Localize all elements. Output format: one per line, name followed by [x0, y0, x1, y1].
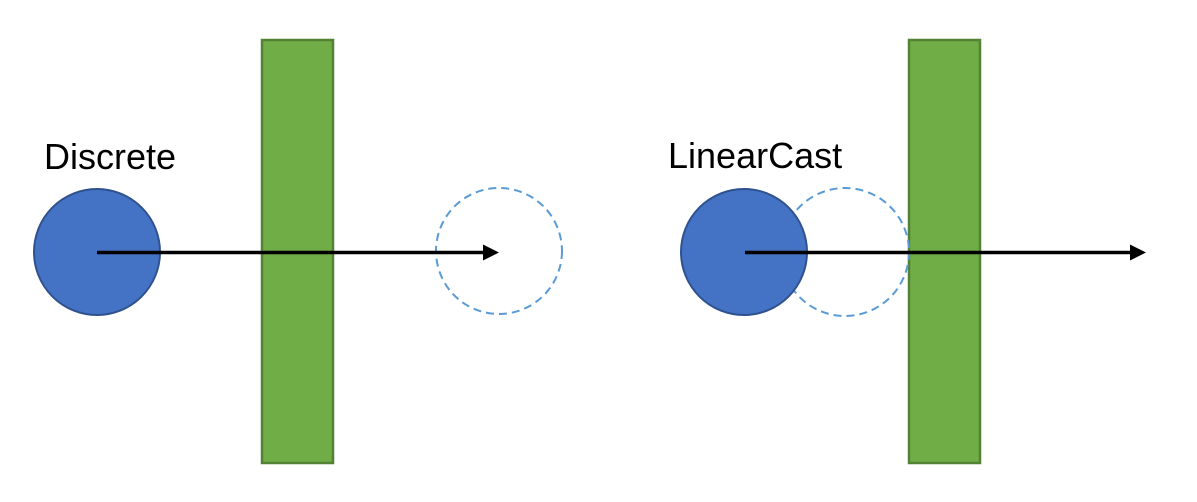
linearcast-motion-arrow	[745, 244, 1146, 261]
linearcast-panel: LinearCast	[668, 38, 1146, 465]
discrete-label: Discrete	[44, 136, 176, 177]
discrete-motion-arrow	[97, 244, 499, 261]
linearcast-label: LinearCast	[668, 135, 842, 176]
discrete-panel: Discrete	[33, 38, 563, 465]
linearcast-arrowhead-icon	[1130, 244, 1146, 261]
discrete-arrowhead-icon	[483, 244, 499, 261]
